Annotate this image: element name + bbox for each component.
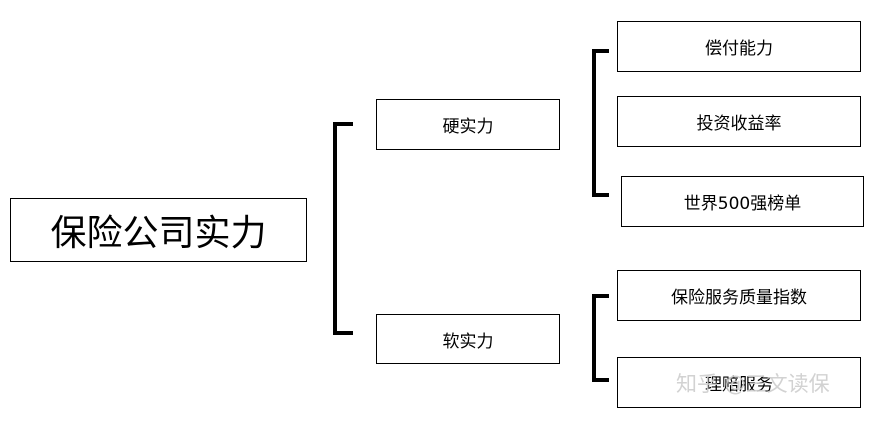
leaf-node: 保险服务质量指数	[617, 270, 861, 321]
leaf-node-label: 保险服务质量指数	[671, 288, 807, 308]
leaf-node-label: 理赔服务	[705, 375, 773, 395]
branch-node-soft: 软实力	[376, 314, 560, 364]
leaf-node-label: 世界500强榜单	[683, 194, 802, 214]
leaf-node-label: 投资收益率	[696, 114, 782, 134]
branch-node-label: 硬实力	[442, 117, 494, 137]
root-node: 保险公司实力	[10, 198, 307, 262]
soft-bracket	[592, 294, 609, 382]
leaf-node: 偿付能力	[617, 21, 861, 72]
root-bracket	[333, 122, 353, 335]
branch-node-label: 软实力	[442, 331, 494, 352]
leaf-node: 世界500强榜单	[621, 176, 864, 227]
watermark: 知乎 @三文读保	[676, 372, 830, 396]
leaf-node: 投资收益率	[617, 96, 861, 147]
root-node-label: 保险公司实力	[50, 213, 267, 254]
leaf-node: 理赔服务	[617, 357, 861, 408]
hard-bracket	[592, 49, 609, 197]
leaf-node-label: 偿付能力	[705, 39, 773, 59]
branch-node-hard: 硬实力	[376, 99, 560, 150]
